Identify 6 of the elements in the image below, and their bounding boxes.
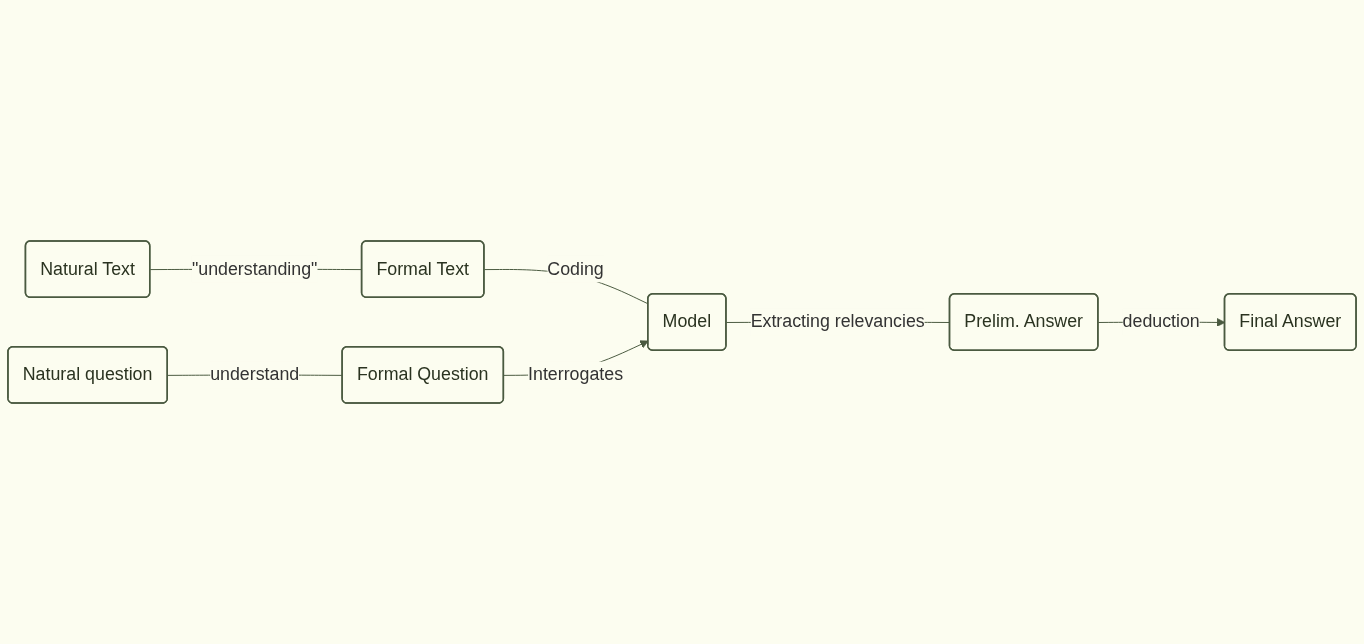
edge-label: Coding — [547, 258, 604, 279]
edge-label: deduction — [1122, 311, 1200, 332]
edge-label: understand — [210, 364, 300, 385]
edge-label: "understanding" — [191, 258, 318, 279]
edge-label: Extracting relevancies — [750, 311, 925, 332]
edge-label: Interrogates — [528, 364, 624, 385]
